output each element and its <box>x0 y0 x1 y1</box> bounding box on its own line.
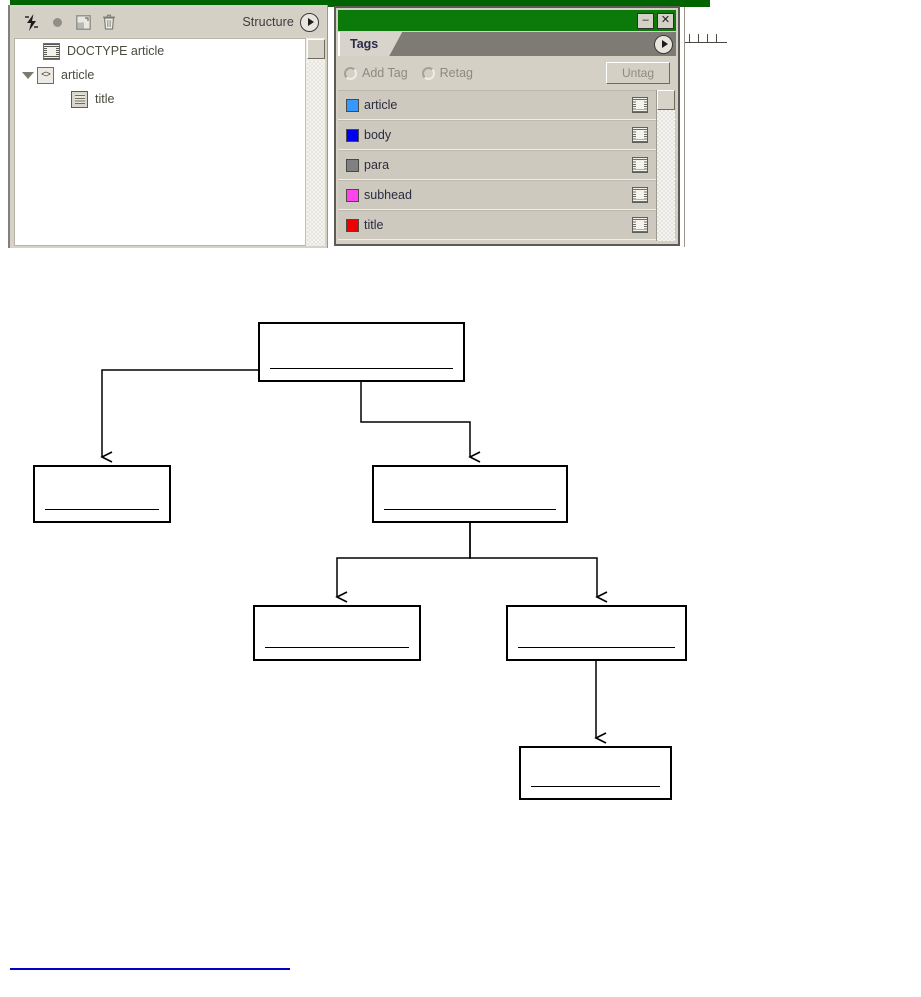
tree-item-article[interactable]: <> article <box>15 63 305 87</box>
tag-name-label: subhead <box>364 188 412 202</box>
close-icon[interactable]: ✕ <box>657 12 674 29</box>
dot-icon[interactable] <box>44 11 70 33</box>
diagram-box-leaf[interactable] <box>519 746 672 800</box>
diagram-connectors <box>100 369 608 744</box>
structure-toolbar: Structure <box>12 8 325 36</box>
element-icon: <> <box>37 66 54 84</box>
lightning-icon[interactable] <box>18 11 44 33</box>
footer-divider <box>10 968 290 970</box>
tags-panel: – ✕ Tags Add Tag Retag Untag article <box>334 6 680 246</box>
scrollbar-track[interactable] <box>307 61 324 246</box>
tag-color-swatch <box>346 128 359 142</box>
tag-list-item[interactable]: title <box>338 210 676 240</box>
tag-list-item[interactable]: body <box>338 120 676 150</box>
tag-list-item[interactable]: subhead <box>338 180 676 210</box>
text-node-icon <box>71 90 88 108</box>
scroll-up-icon[interactable] <box>657 90 675 110</box>
tree-item-doctype[interactable]: DOCTYPE article <box>15 39 305 63</box>
diagram-box-left1[interactable] <box>33 465 171 523</box>
untag-button[interactable]: Untag <box>606 62 670 84</box>
ruler-baseline <box>685 42 727 43</box>
diagram-box-root[interactable] <box>258 322 465 382</box>
radio-retag-label: Retag <box>439 66 474 80</box>
tag-marker-icon[interactable] <box>632 127 648 143</box>
tree-item-label: article <box>61 68 95 82</box>
tag-marker-icon[interactable] <box>632 97 648 113</box>
tags-panel-titlebar[interactable]: – ✕ <box>338 10 676 31</box>
tag-list-item[interactable]: article <box>338 90 676 120</box>
tags-tabstrip: Tags <box>338 32 676 56</box>
radio-add-tag-label: Add Tag <box>362 66 408 80</box>
tag-marker-icon[interactable] <box>632 187 648 203</box>
radio-add-tag[interactable]: Add Tag <box>344 66 408 80</box>
ruler-tick <box>716 34 717 42</box>
tree-diagram <box>0 260 921 860</box>
ruler-tick <box>707 34 708 42</box>
radio-retag[interactable]: Retag <box>421 66 474 80</box>
tag-list-item[interactable]: para <box>338 150 676 180</box>
tags-scrollbar[interactable] <box>656 90 675 241</box>
tag-name-label: para <box>364 158 390 172</box>
radio-icon <box>344 66 357 80</box>
application-title-bar-strip <box>10 0 710 7</box>
tag-color-swatch <box>346 218 359 232</box>
chevron-down-icon[interactable] <box>21 68 35 82</box>
trash-icon[interactable] <box>96 11 122 33</box>
document-ruler <box>684 7 727 247</box>
diagram-box-rule <box>270 368 453 369</box>
doctype-icon <box>43 42 60 60</box>
panel-menu-icon[interactable] <box>654 34 673 54</box>
scroll-up-icon[interactable] <box>306 39 325 59</box>
tag-marker-icon[interactable] <box>632 217 648 233</box>
diagram-box-mid2a[interactable] <box>253 605 421 661</box>
tag-marker-icon[interactable] <box>632 157 648 173</box>
ruler-tick <box>689 34 690 42</box>
tag-color-swatch <box>346 188 359 202</box>
diagram-box-rule <box>265 647 409 648</box>
diagram-box-rule <box>384 509 556 510</box>
screenshot-composite: Structure DOCTYPE article <> article tit… <box>0 0 730 252</box>
structure-panel: Structure DOCTYPE article <> article tit… <box>8 5 328 248</box>
tree-item-label: title <box>95 92 115 106</box>
minimize-icon[interactable]: – <box>637 12 654 29</box>
tag-name-label: body <box>364 128 392 142</box>
tree-item-label: DOCTYPE article <box>67 44 165 58</box>
structure-panel-title: Structure <box>242 15 294 29</box>
tag-color-swatch <box>346 158 359 172</box>
panel-menu-icon[interactable] <box>300 12 319 32</box>
tag-color-swatch <box>346 98 359 112</box>
tag-name-label: article <box>364 98 398 112</box>
diagram-box-rule <box>45 509 159 510</box>
diagram-box-mid1[interactable] <box>372 465 568 523</box>
diagram-box-rule <box>531 786 660 787</box>
diagram-box-rule <box>518 647 675 648</box>
tags-controls-row: Add Tag Retag Untag <box>338 58 676 88</box>
radio-icon <box>421 66 435 80</box>
new-element-icon[interactable] <box>70 11 96 33</box>
structure-scrollbar[interactable] <box>305 38 325 246</box>
tags-list[interactable]: article body para subhead title <box>338 90 676 242</box>
tree-item-title[interactable]: title <box>15 87 305 111</box>
tab-tags[interactable]: Tags <box>338 32 402 56</box>
tag-name-label: title <box>364 218 384 232</box>
diagram-box-mid2b[interactable] <box>506 605 687 661</box>
ruler-tick <box>698 34 699 42</box>
structure-tree[interactable]: DOCTYPE article <> article title <box>14 38 306 246</box>
